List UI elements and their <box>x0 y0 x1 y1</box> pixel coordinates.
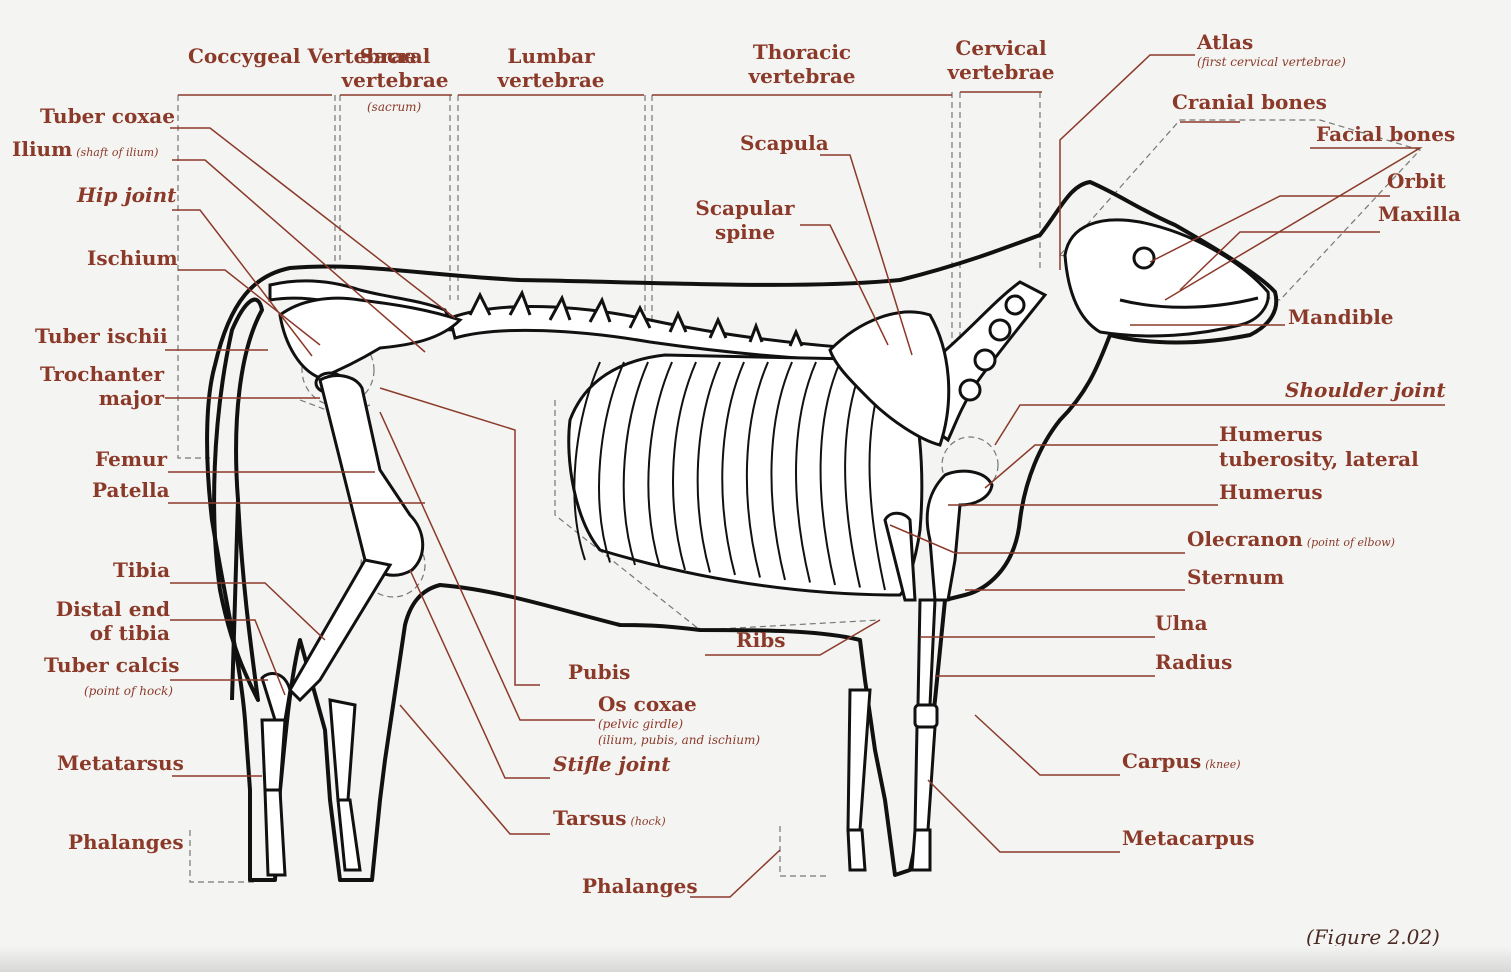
label-phalanges-fore: Phalanges <box>582 874 698 898</box>
label-femur: Femur <box>95 447 167 471</box>
label-patella: Patella <box>92 478 170 502</box>
label-shoulder-joint: Shoulder joint <box>1285 378 1446 402</box>
label-olecranon: Olecranon (point of elbow) <box>1187 527 1395 551</box>
label-orbit: Orbit <box>1387 169 1446 193</box>
label-metacarpus: Metacarpus <box>1122 826 1255 850</box>
label-ilium-text: Ilium <box>12 137 72 161</box>
label-pubis: Pubis <box>568 660 630 684</box>
label-facial-bones: Facial bones <box>1316 122 1455 146</box>
label-radius: Radius <box>1155 650 1232 674</box>
label-lumbar-vertebrae: Lumbar vertebrae <box>492 44 610 92</box>
label-tuber-coxae: Tuber coxae <box>40 104 175 128</box>
label-scapula: Scapula <box>740 131 829 155</box>
label-os-coxae-note-1: (pelvic girdle) <box>598 717 683 732</box>
label-metatarsus: Metatarsus <box>57 751 184 775</box>
label-humerus-tuberosity-2: tuberosity, lateral <box>1219 447 1419 471</box>
figure-caption: (Figure 2.02) <box>1306 925 1440 949</box>
label-thoracic-vertebrae: Thoracic vertebrae <box>742 40 862 88</box>
label-tarsus: Tarsus (hock) <box>553 806 666 830</box>
label-ulna: Ulna <box>1155 611 1208 635</box>
label-humerus: Humerus <box>1219 480 1323 504</box>
label-sternum: Sternum <box>1187 565 1284 589</box>
label-humerus-tuberosity-1: Humerus <box>1219 422 1323 446</box>
label-os-coxae: Os coxae <box>598 692 697 716</box>
label-ribs: Ribs <box>736 628 785 652</box>
label-os-coxae-note-2: (ilium, pubis, and ischium) <box>598 733 760 748</box>
label-hip-joint: Hip joint <box>77 183 176 207</box>
label-ischium: Ischium <box>87 246 178 270</box>
label-mandible: Mandible <box>1288 305 1394 329</box>
label-carpus-note: (knee) <box>1205 758 1240 771</box>
label-tarsus-note: (hock) <box>631 815 666 828</box>
tail-outline <box>214 300 262 700</box>
pelvis <box>280 298 460 393</box>
label-atlas-note: (first cervical vertebrae) <box>1197 55 1346 70</box>
label-tuber-ischii: Tuber ischii <box>35 324 168 348</box>
label-tibia: Tibia <box>113 558 170 582</box>
hindleg <box>262 376 423 875</box>
label-cranial-bones: Cranial bones <box>1172 90 1327 114</box>
label-stifle-joint: Stifle joint <box>553 752 670 776</box>
label-trochanter-major: Trochanter major <box>30 362 164 410</box>
label-carpus-text: Carpus <box>1122 749 1201 773</box>
label-ilium-note: (shaft of ilium) <box>76 146 158 159</box>
label-tarsus-text: Tarsus <box>553 806 627 830</box>
label-ilium: Ilium (shaft of ilium) <box>12 137 158 161</box>
label-cervical-vertebrae: Cervical vertebrae <box>944 36 1058 84</box>
label-olecranon-note: (point of elbow) <box>1307 536 1395 549</box>
label-olecranon-text: Olecranon <box>1187 527 1303 551</box>
label-sacrum-note: (sacrum) <box>367 100 421 115</box>
label-atlas: Atlas <box>1197 30 1253 54</box>
label-carpus: Carpus (knee) <box>1122 749 1241 773</box>
label-coccygeal-vertebrae: Coccygeal Vertebrae <box>188 44 318 68</box>
label-tuber-calcis: Tuber calcis <box>44 653 180 677</box>
label-maxilla: Maxilla <box>1378 202 1461 226</box>
label-phalanges-hind: Phalanges <box>68 830 184 854</box>
label-sacral-vertebrae: Sacral vertebrae <box>338 44 452 92</box>
label-tuber-calcis-note: (point of hock) <box>84 684 173 699</box>
label-distal-end-of-tibia: Distal end of tibia <box>40 597 170 645</box>
label-scapular-spine: Scapular spine <box>690 196 800 244</box>
skull <box>1065 220 1268 336</box>
region-rules <box>178 92 1042 95</box>
